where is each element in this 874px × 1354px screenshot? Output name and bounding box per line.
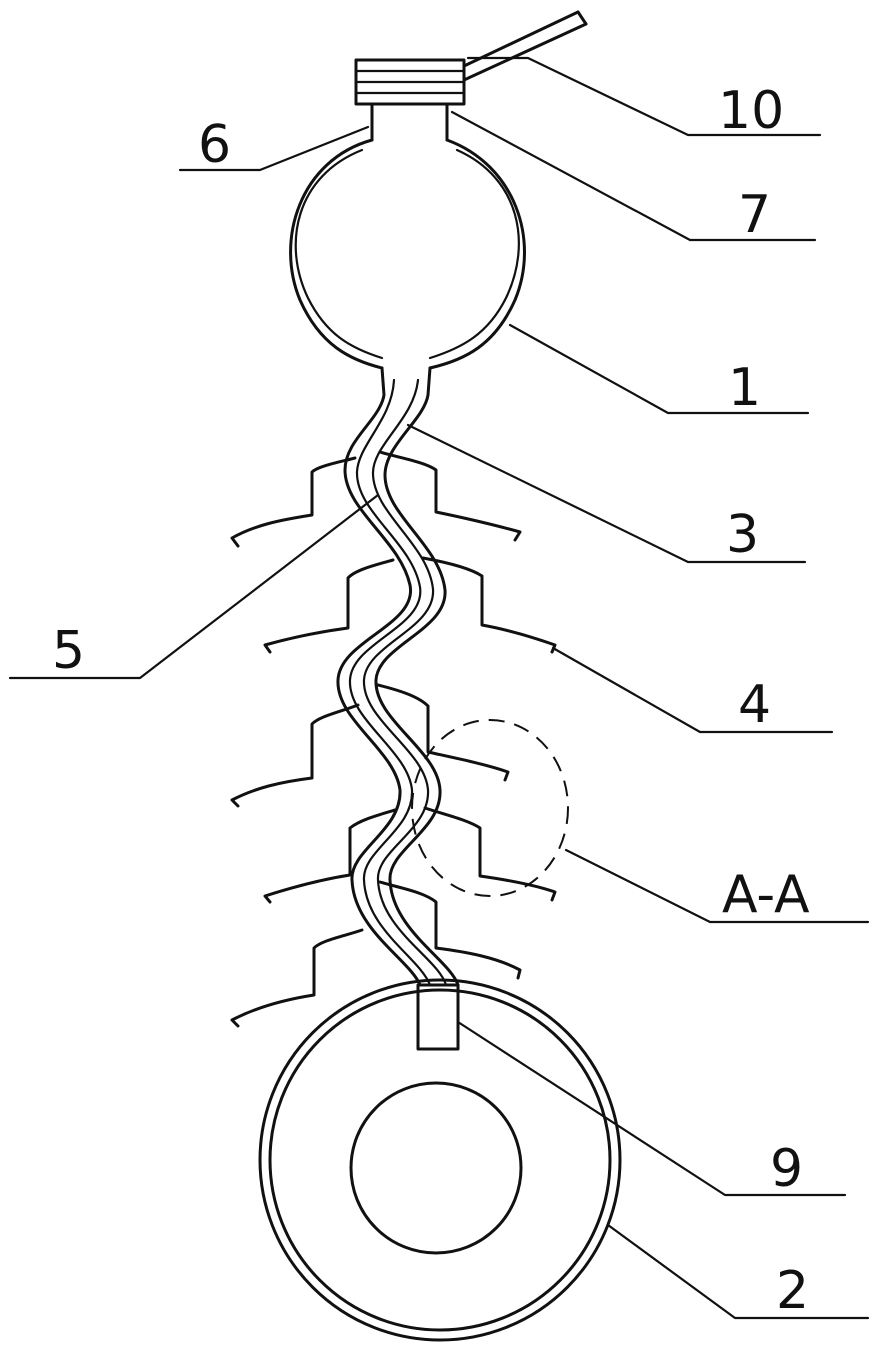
label-6: 6: [198, 115, 231, 175]
label-2: 2: [776, 1261, 809, 1321]
leader-lines: [8, 56, 870, 1320]
label-3: 3: [726, 505, 759, 565]
spiral-tube: [336, 366, 460, 987]
label-a-a: A-A: [722, 865, 810, 925]
cap: [354, 58, 466, 106]
detail-circle: [411, 719, 569, 897]
neck: [370, 102, 449, 142]
inlet-tube: [462, 10, 588, 82]
fins: [230, 450, 557, 1028]
label-4: 4: [738, 675, 771, 735]
label-9: 9: [770, 1139, 803, 1199]
bottom-wheel: [258, 978, 622, 1342]
upper-ball: [289, 138, 526, 370]
label-1: 1: [728, 358, 761, 418]
label-10: 10: [718, 81, 784, 141]
label-7: 7: [738, 185, 771, 245]
label-5: 5: [52, 621, 85, 681]
